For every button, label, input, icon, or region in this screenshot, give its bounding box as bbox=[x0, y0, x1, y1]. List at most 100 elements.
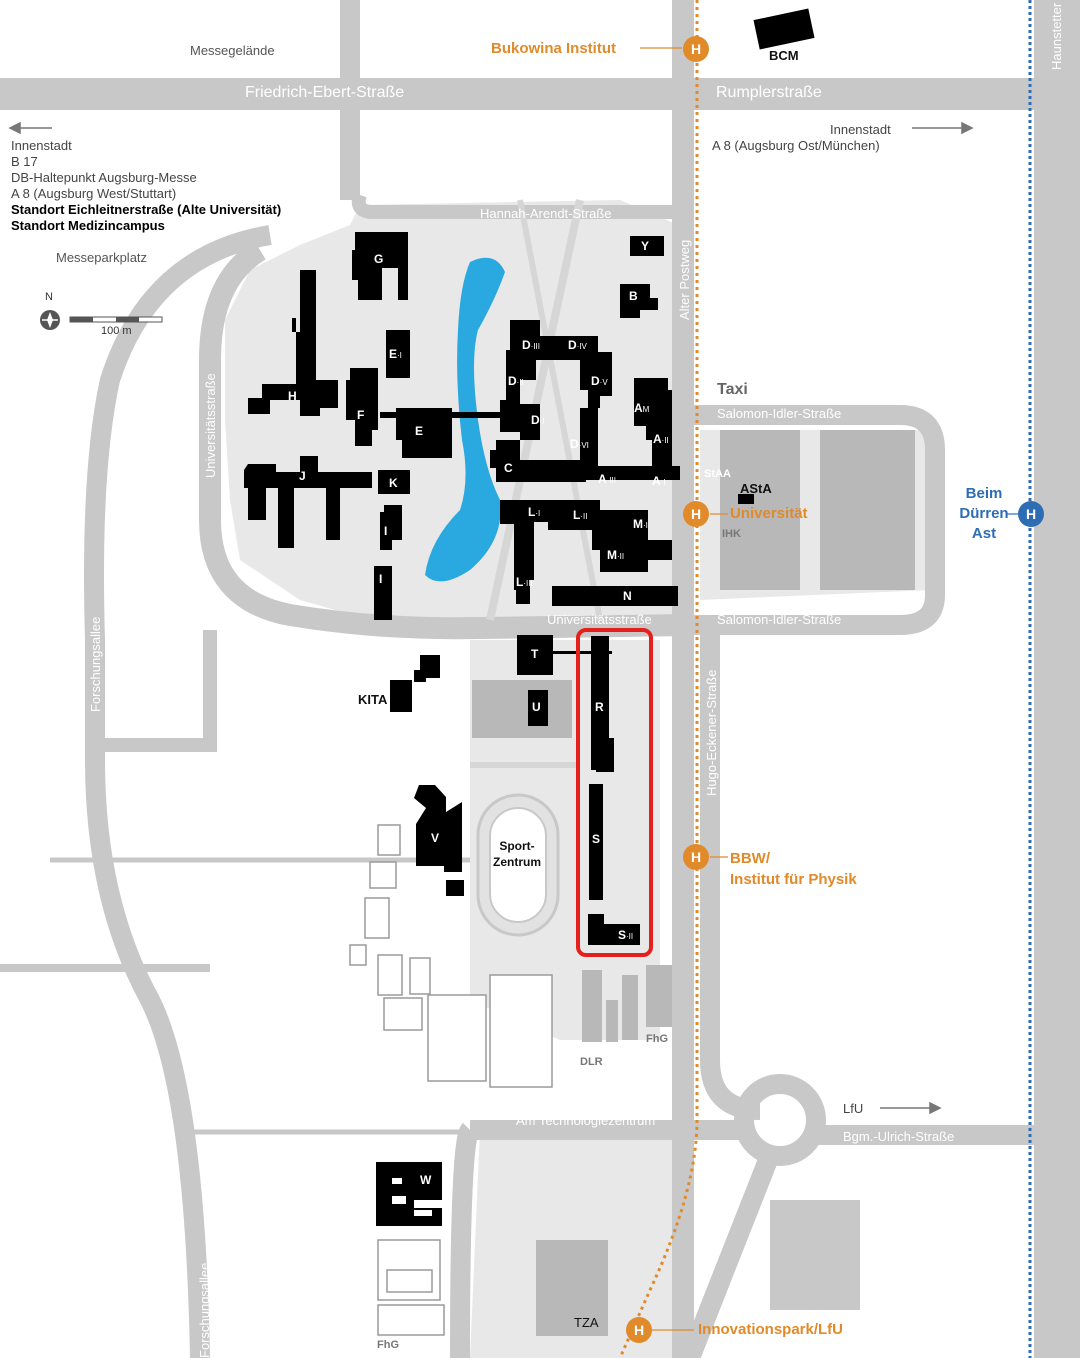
street-alter-postweg: Alter Postweg bbox=[677, 239, 692, 320]
street-bgm-ulrich: Bgm.-Ulrich-Straße bbox=[843, 1129, 955, 1144]
label-dlr: DLR bbox=[580, 1056, 603, 1068]
label-kita: KITA bbox=[358, 692, 388, 707]
stop-bbw[interactable]: BBW/ Institut für Physik bbox=[730, 848, 857, 890]
building-b[interactable]: B bbox=[629, 289, 638, 303]
street-friedrich-ebert: Friedrich-Ebert-Straße bbox=[245, 84, 405, 101]
street-salomon-idler-top: Salomon-Idler-Straße bbox=[717, 406, 842, 421]
directions-right: Innenstadt A 8 (Augsburg Ost/München) bbox=[712, 122, 891, 154]
label-sport-line1: Sport- bbox=[499, 839, 535, 853]
transit-lines bbox=[618, 0, 1032, 1358]
scale-label: 100 m bbox=[101, 325, 132, 337]
street-rumpler: Rumplerstraße bbox=[716, 84, 822, 101]
label-messegelaende: Messegelände bbox=[190, 43, 275, 58]
building-a-m[interactable]: AM bbox=[634, 401, 650, 415]
stop-bbw-line2: Institut für Physik bbox=[730, 871, 857, 888]
building-s[interactable]: S bbox=[592, 832, 601, 846]
building-l-iii[interactable]: L·III bbox=[516, 575, 533, 589]
highlight-box bbox=[576, 628, 653, 957]
direction-line-bold: Standort Medizincampus bbox=[11, 218, 165, 233]
direction-line: B 17 bbox=[11, 154, 38, 169]
stop-beim-duerren-ast[interactable]: Beim Dürren Ast bbox=[954, 484, 1014, 544]
street-universitaetsstrasse-vertical: Universitätsstraße bbox=[203, 373, 218, 478]
label-staa: StAA bbox=[704, 468, 731, 480]
label-asta: AStA bbox=[740, 481, 772, 496]
building-e[interactable]: E bbox=[415, 424, 424, 438]
street-haunstetter: Haunstetter bbox=[1049, 2, 1064, 70]
building-h[interactable]: H bbox=[288, 389, 297, 403]
stop-bbw-line1: BBW/ bbox=[730, 850, 770, 867]
direction-line: Innenstadt bbox=[830, 122, 891, 137]
direction-line: A 8 (Augsburg West/Stuttart) bbox=[11, 186, 177, 201]
direction-line: A 8 (Augsburg Ost/München) bbox=[712, 138, 880, 153]
tram-stop-beim-duerren-ast-icon[interactable]: H bbox=[1018, 501, 1044, 527]
stop-beim-line3: Ast bbox=[971, 525, 997, 542]
street-am-technologiezentrum: Am Technologiezentrum bbox=[516, 1113, 656, 1128]
label-sport-zentrum: Sport- Zentrum bbox=[493, 838, 541, 870]
building-g[interactable]: G bbox=[374, 252, 384, 266]
street-hannah-arendt: Hannah-Arendt-Straße bbox=[480, 206, 612, 221]
minor-buildings bbox=[349, 824, 553, 1336]
building-s-ii[interactable]: S·II bbox=[618, 928, 634, 942]
stop-bukowina[interactable]: Bukowina Institut bbox=[491, 40, 616, 57]
black-buildings bbox=[244, 8, 815, 1226]
direction-line: Innenstadt bbox=[11, 138, 72, 153]
building-f[interactable]: F bbox=[357, 408, 365, 422]
building-j[interactable]: J bbox=[299, 469, 306, 483]
building-c[interactable]: C bbox=[504, 461, 513, 475]
street-forschungsallee-north: Forschungsallee bbox=[88, 616, 103, 712]
building-u[interactable]: U bbox=[532, 700, 541, 714]
label-fhg-east: FhG bbox=[646, 1033, 668, 1045]
building-v[interactable]: V bbox=[431, 831, 440, 845]
building-d-ii[interactable]: D·II bbox=[508, 374, 524, 388]
label-taxi: Taxi bbox=[717, 381, 748, 398]
sport-track bbox=[476, 793, 560, 937]
building-i-north[interactable]: I bbox=[384, 524, 388, 538]
bus-stop-bukowina-icon[interactable]: H bbox=[683, 36, 709, 62]
building-d-iii[interactable]: D·III bbox=[522, 338, 541, 352]
building-r[interactable]: R bbox=[595, 700, 604, 714]
label-lfu-direction: LfU bbox=[843, 1101, 864, 1116]
building-k[interactable]: K bbox=[389, 476, 398, 490]
building-a-iii[interactable]: A·III bbox=[598, 472, 617, 486]
building-m-ii[interactable]: M·II bbox=[607, 548, 625, 562]
building-y[interactable]: Y bbox=[641, 239, 650, 253]
building-a-ii[interactable]: A·II bbox=[653, 432, 669, 446]
bus-stop-bbw-icon[interactable]: H bbox=[683, 844, 709, 870]
directions-left: Innenstadt B 17 DB-Haltepunkt Augsburg-M… bbox=[11, 138, 281, 234]
street-forschungsallee-south: Forschungsallee bbox=[197, 1262, 212, 1358]
building-m-i[interactable]: M·I bbox=[633, 517, 648, 531]
building-t[interactable]: T bbox=[531, 647, 539, 661]
building-d-v[interactable]: D·V bbox=[591, 374, 608, 388]
building-d-vi[interactable]: D·VI bbox=[570, 437, 589, 451]
label-sport-line2: Zentrum bbox=[493, 855, 541, 869]
building-d-iv[interactable]: D·IV bbox=[568, 338, 587, 352]
building-l-i[interactable]: L·I bbox=[528, 505, 541, 519]
building-a-i[interactable]: A·I bbox=[652, 474, 666, 488]
bus-stop-universitaet-icon[interactable]: H bbox=[683, 501, 709, 527]
label-bcm: BCM bbox=[769, 48, 799, 63]
w-cutouts bbox=[392, 1178, 442, 1216]
grey-buildings bbox=[472, 430, 915, 1336]
building-i-south[interactable]: I bbox=[379, 572, 383, 586]
stop-universitaet[interactable]: Universität bbox=[730, 505, 808, 522]
building-d-i[interactable]: D·I bbox=[531, 413, 545, 427]
label-tza: TZA bbox=[574, 1315, 599, 1330]
street-universitaetsstrasse: Universitätsstraße bbox=[547, 612, 652, 627]
direction-line-bold: Standort Eichleitnerstraße (Alte Univers… bbox=[11, 202, 282, 217]
building-l-ii[interactable]: L·II bbox=[573, 508, 588, 522]
street-salomon-idler-bottom: Salomon-Idler-Straße bbox=[717, 612, 842, 627]
stop-beim-line2: Dürren bbox=[959, 505, 1009, 522]
building-e-i[interactable]: E·I bbox=[389, 347, 402, 361]
stop-innovationspark[interactable]: Innovationspark/LfU bbox=[698, 1321, 844, 1338]
pond bbox=[425, 257, 505, 582]
building-n[interactable]: N bbox=[623, 589, 632, 603]
label-messeparkplatz: Messeparkplatz bbox=[56, 250, 148, 265]
street-hugo-eckener: Hugo-Eckener-Straße bbox=[704, 669, 719, 796]
direction-line: DB-Haltepunkt Augsburg-Messe bbox=[11, 170, 197, 185]
label-ihk: IHK bbox=[722, 528, 741, 540]
building-w[interactable]: W bbox=[420, 1173, 432, 1187]
label-fhg-south: FhG bbox=[377, 1339, 399, 1351]
bus-stop-innovationspark-icon[interactable]: H bbox=[626, 1317, 652, 1343]
